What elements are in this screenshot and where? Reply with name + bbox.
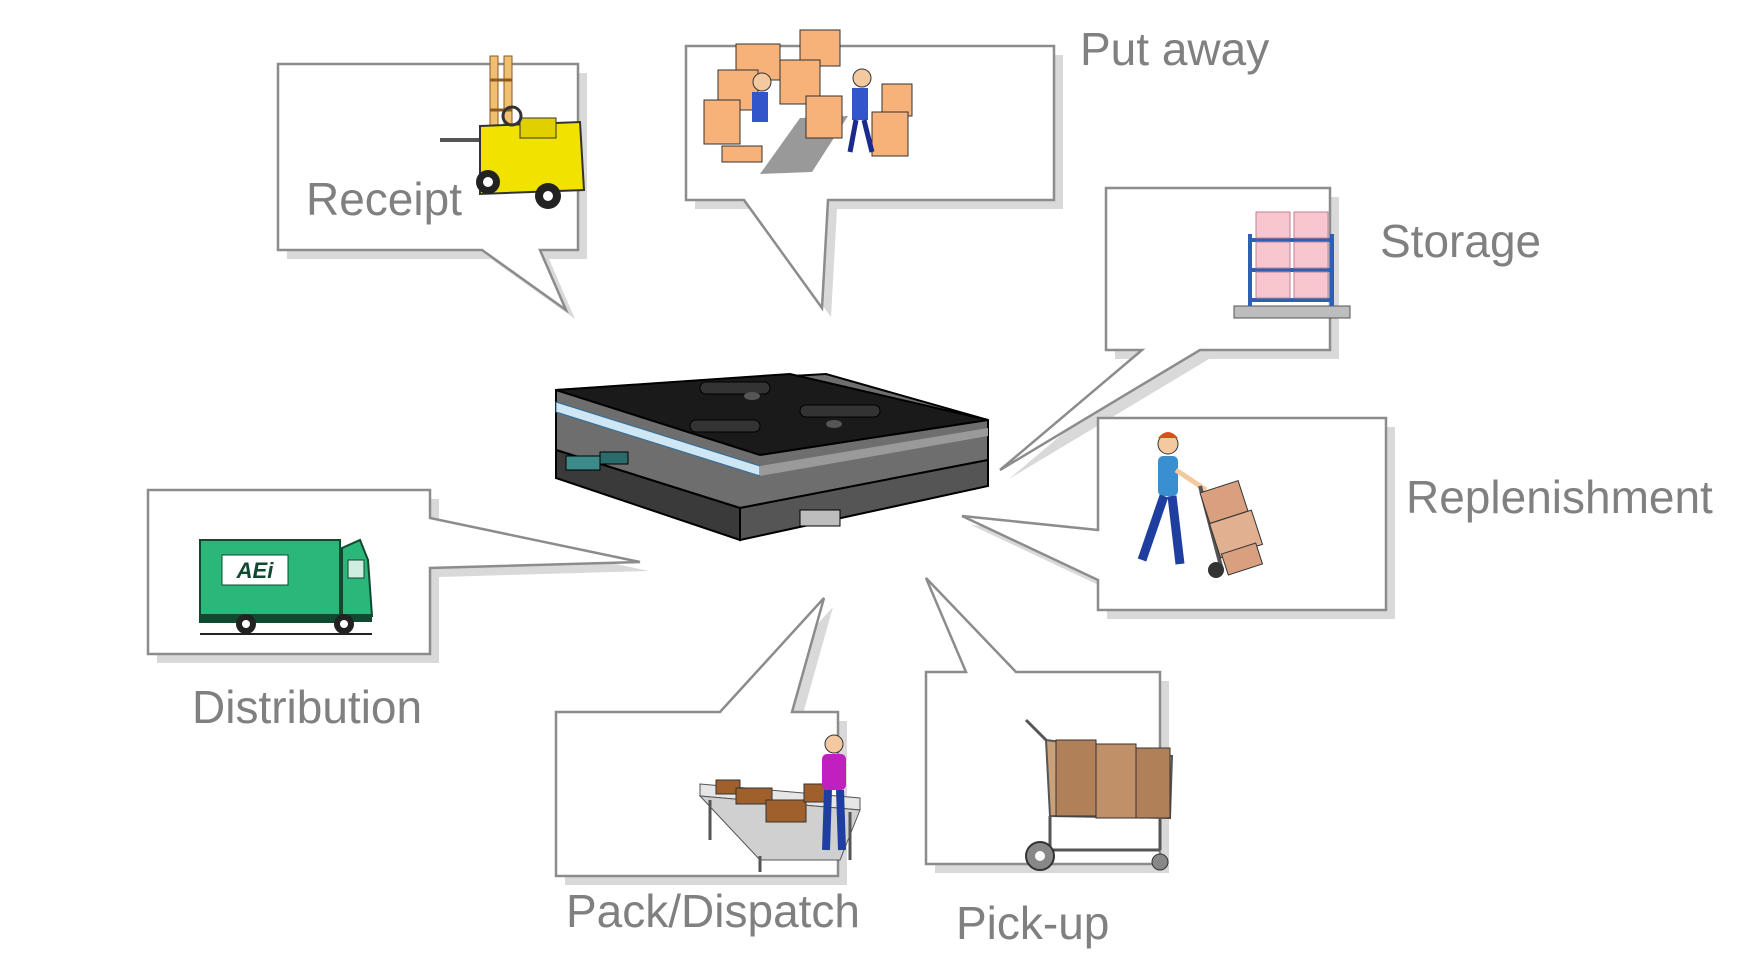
- label-receipt: Receipt: [306, 173, 462, 225]
- label-distribution: Distribution: [192, 681, 423, 733]
- workers-boxes-icon: [703, 29, 913, 174]
- label-storage: Storage: [1380, 215, 1542, 267]
- warehouse-icon: [555, 372, 989, 542]
- label-pack-dispatch: Pack/Dispatch: [566, 885, 861, 937]
- callout-put-away: [684, 44, 1063, 317]
- packing-table-icon: [698, 734, 861, 872]
- forklift-icon: [440, 55, 586, 209]
- truck-logo-text: AEi: [236, 558, 275, 583]
- label-put-away: Put away: [1080, 23, 1270, 75]
- callout-pick-up: [924, 577, 1169, 873]
- shopping-cart-icon: [1024, 718, 1174, 871]
- label-pick-up: Pick-up: [956, 897, 1110, 949]
- hand-truck-worker-icon: [1137, 432, 1264, 578]
- label-replenishment: Replenishment: [1406, 471, 1713, 523]
- delivery-truck-icon: AEi: [199, 538, 374, 635]
- pallet-rack-icon: [1233, 211, 1351, 319]
